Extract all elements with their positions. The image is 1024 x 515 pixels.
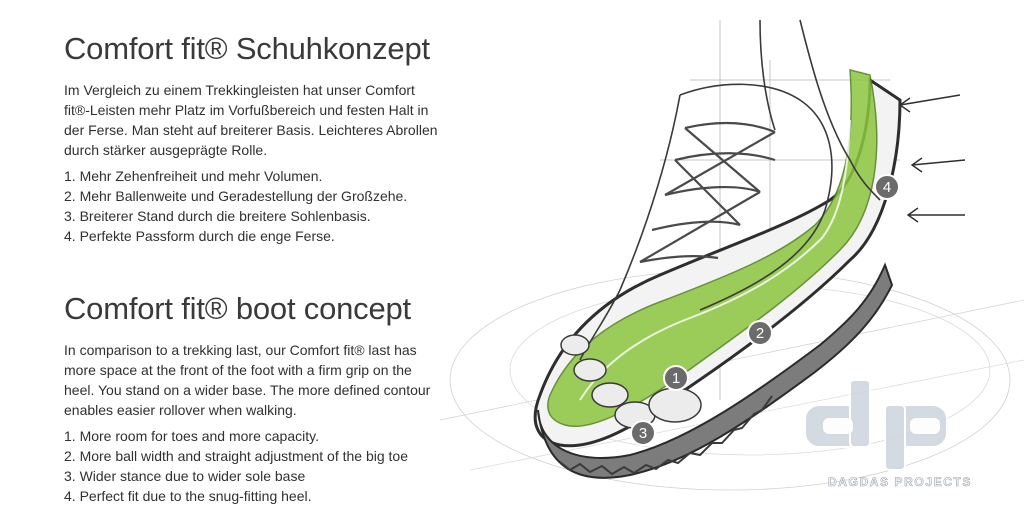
german-paragraph-line: der Ferse. Man steht auf breiterer Basis… <box>64 122 438 138</box>
list-item: 4. Perfect fit due to the snug-fitting h… <box>64 488 312 504</box>
marker-4: 4 <box>874 174 900 200</box>
laces-sketch <box>639 121 776 264</box>
german-list: 1. Mehr Zehenfreiheit und mehr Volumen. … <box>64 166 464 246</box>
marker-1-label: 1 <box>672 370 680 387</box>
pressure-arrows <box>898 94 966 223</box>
english-paragraph-line: more space at the front of the foot with… <box>64 362 412 378</box>
german-paragraph-line: fit®-Leisten mehr Platz im Vorfußbereich… <box>64 102 429 118</box>
english-section: Comfort fit® boot concept In comparison … <box>64 290 464 506</box>
list-item: 4. Perfekte Passform durch die enge Fers… <box>64 228 335 244</box>
english-paragraph: In comparison to a trekking last, our Co… <box>64 340 464 420</box>
list-item: 1. More room for toes and more capacity. <box>64 428 319 444</box>
marker-3-label: 3 <box>639 425 647 442</box>
marker-2-label: 2 <box>756 325 764 342</box>
logo-wordmark: DAGDAS PROJECTS <box>828 475 972 489</box>
marker-2: 2 <box>747 320 773 346</box>
english-paragraph-line: heel. You stand on a wider base. The mor… <box>64 382 431 398</box>
english-list: 1. More room for toes and more capacity.… <box>64 426 464 506</box>
dagdas-projects-logo: dp DAGDAS PROJECTS <box>804 379 972 489</box>
list-item: 2. Mehr Ballenweite und Geradestellung d… <box>64 188 408 204</box>
list-item: 1. Mehr Zehenfreiheit und mehr Volumen. <box>64 168 323 184</box>
german-paragraph-line: durch stärker ausgeprägte Rolle. <box>64 142 268 158</box>
list-item: 2. More ball width and straight adjustme… <box>64 448 408 464</box>
german-title: Comfort fit® Schuhkonzept <box>64 31 430 66</box>
german-paragraph: Im Vergleich zu einem Trekkingleisten ha… <box>64 80 464 160</box>
german-section: Comfort fit® Schuhkonzept Im Vergleich z… <box>64 30 464 246</box>
german-paragraph-line: Im Vergleich zu einem Trekkingleisten ha… <box>64 82 415 98</box>
english-paragraph-line: enables easier rollover when walking. <box>64 402 297 418</box>
marker-3: 3 <box>630 420 656 446</box>
list-item: 3. Breiterer Stand durch die breitere So… <box>64 208 371 224</box>
shoe-upper-sketch <box>579 19 881 361</box>
list-item: 3. Wider stance due to wider sole base <box>64 468 306 484</box>
english-title: Comfort fit® boot concept <box>64 291 411 326</box>
shoe-cutaway-illustration: 1 2 3 4 dp DAGDAS PROJECTS <box>439 19 1024 491</box>
marker-4-label: 4 <box>883 179 891 196</box>
english-paragraph-line: In comparison to a trekking last, our Co… <box>64 342 417 358</box>
marker-1: 1 <box>663 365 689 391</box>
